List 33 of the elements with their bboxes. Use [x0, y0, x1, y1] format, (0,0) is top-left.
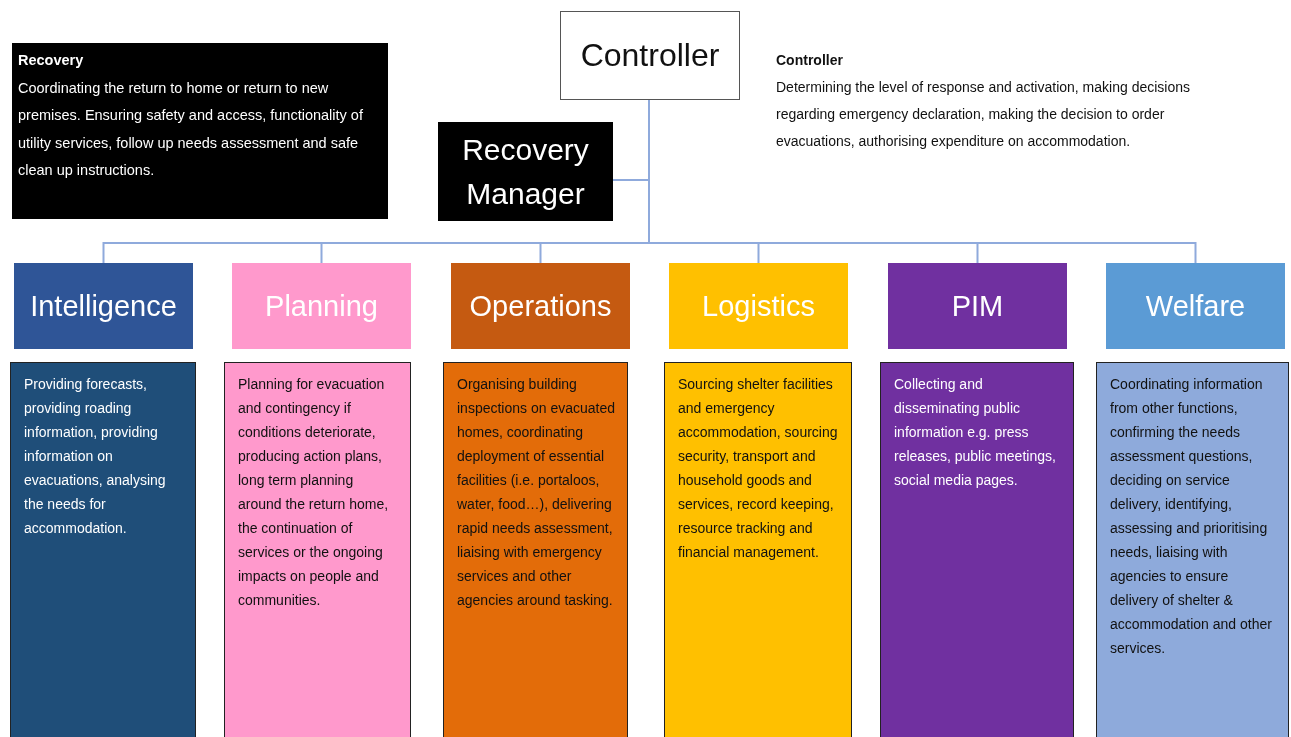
note-text: Determining the level of response and activation, making decisions regarding emergency declaration, making the decision to order evacuations, authorising expenditure on accommodation.: [776, 78, 1191, 151]
description-text: Sourcing shelter facilities and emergency accommodation, sourcing security, transport and household goods and services, record keeping, resource tracking and financial management.: [678, 375, 839, 562]
box-title: Intelligence: [30, 289, 177, 323]
description-text: Providing forecasts, providing roading information, providing information on evacuations, analysing the needs for accommodation.: [24, 375, 167, 538]
box-title: Planning: [265, 289, 378, 323]
description-card: [12, 43, 388, 219]
function-header: [1106, 263, 1285, 349]
box-title: Logistics: [702, 289, 815, 323]
function-header: [232, 263, 411, 349]
card-heading: Recovery: [18, 51, 85, 70]
description-box: [880, 362, 1074, 737]
description-text: Collecting and disseminating public information e.g. press releases, public meetings, social media pages.: [894, 375, 1057, 490]
description-text: Organising building inspections on evacuated homes, coordinating deployment of essential facilities (i.e. portaloos, water, food…), delivering rapid needs assessment, liaising with emergency services and other agencies around tasking.: [457, 375, 616, 610]
function-header: [451, 263, 630, 349]
description-box: [224, 362, 411, 737]
box-title: Welfare: [1145, 289, 1246, 323]
description-box: [10, 362, 196, 737]
box-title: Controller: [580, 36, 720, 76]
description-text: Planning for evacuation and contingency if conditions deteriorate, producing action plans, long term planning around the return home, the continuation of services or the ongoing impacts on people and communities.: [238, 375, 390, 610]
function-header: [669, 263, 848, 349]
box-title: PIM: [951, 289, 1004, 323]
function-header: [888, 263, 1067, 349]
role-box: [560, 11, 740, 100]
description-box: [443, 362, 628, 737]
description-box: [664, 362, 852, 737]
note-heading: Controller: [776, 51, 844, 70]
role-box: [438, 122, 613, 221]
card-body: Coordinating the return to home or return to new premises. Ensuring safety and access, functionality of utility services, follow up needs assessment and safe clean up instructions.: [18, 78, 364, 180]
box-title: Operations: [469, 289, 612, 323]
box-title: Recovery Manager: [461, 132, 590, 212]
function-header: [14, 263, 193, 349]
description-box: [1096, 362, 1289, 737]
description-text: Coordinating information from other functions, confirming the needs assessment questions, deciding on service delivery, identifying, assessing and prioritising needs, liaising with agencies to ensure delivery of shelter & accommodation and other services.: [1110, 375, 1273, 658]
